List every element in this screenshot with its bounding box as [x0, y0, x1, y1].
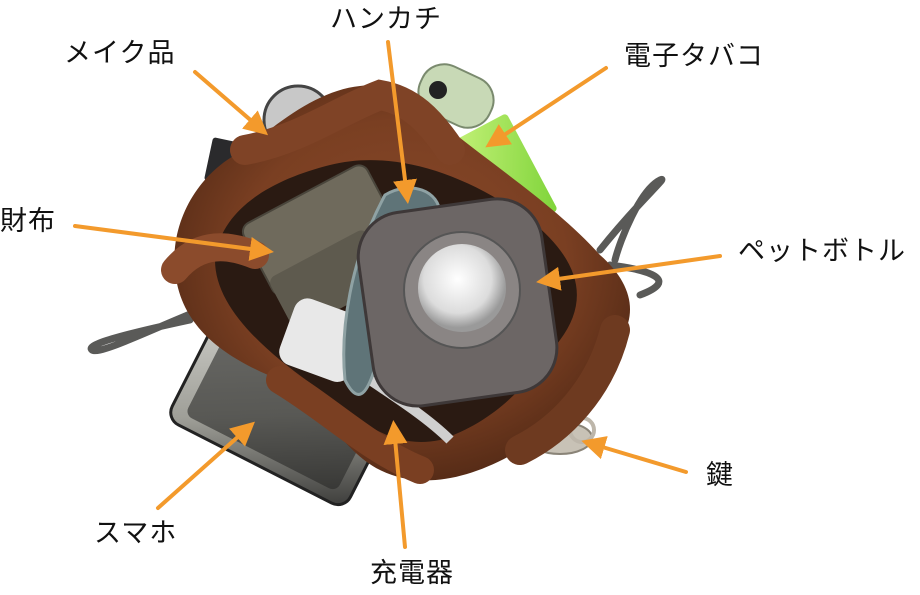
arrow-makeup-icon: [193, 70, 269, 136]
drawstring-cord-icon: [87, 175, 666, 355]
arrow-smartphone-icon: [156, 421, 255, 510]
arrow-pet-bottle-icon: [536, 254, 722, 291]
label-key: 鍵: [706, 460, 734, 491]
annotation-arrows: [73, 40, 722, 549]
arrow-wallet-icon: [73, 224, 274, 261]
label-wallet: 財布: [0, 206, 56, 237]
arrow-charger-icon: [383, 420, 408, 549]
label-smartphone: スマホ: [94, 518, 178, 549]
label-e-cigarette: 電子タバコ: [624, 41, 764, 72]
arrow-key-icon: [581, 436, 688, 474]
arrow-e-cigarette-icon: [485, 66, 608, 148]
arrow-handkerchief-icon: [386, 40, 417, 204]
label-makeup: メイク品: [64, 38, 176, 69]
label-charger: 充電器: [370, 558, 454, 589]
label-handkerchief: ハンカチ: [330, 4, 442, 35]
pet-bottle-icon: [356, 197, 559, 408]
label-pet-bottle: ペットボトル: [738, 236, 906, 267]
